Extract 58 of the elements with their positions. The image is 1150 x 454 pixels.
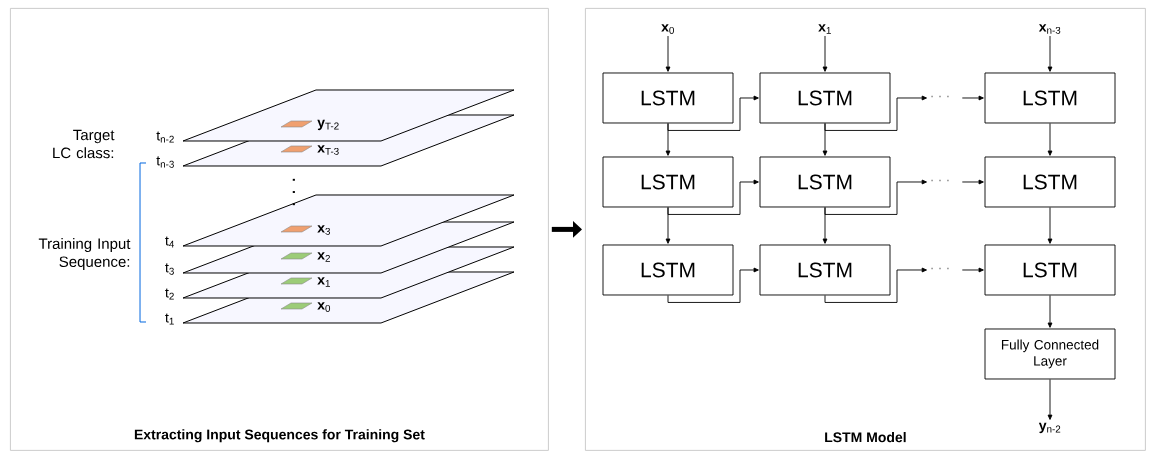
time-label: t$_{2}$: [165, 288, 174, 300]
arrow: [1047, 35, 1053, 72]
lstm-box: LSTM: [759, 72, 891, 124]
ellipsis: · · ·: [931, 267, 949, 270]
lstm-box: LSTM: [602, 244, 734, 296]
layer-box: Fully Connected Layer: [984, 328, 1116, 380]
variable-label: x$_{0}$: [661, 24, 674, 34]
pixel-patch: x$_{0}$: [280, 302, 331, 312]
arrow: [822, 35, 828, 72]
lstm-box: LSTM: [759, 156, 891, 208]
arrow: [665, 35, 671, 72]
lstm-box: LSTM: [984, 156, 1116, 208]
group-label: Target LC class:: [53, 129, 115, 159]
arrow: [1047, 123, 1053, 156]
arrow: [667, 179, 759, 215]
lstm-box: LSTM: [602, 72, 734, 124]
group-label: Training Input Sequence:: [38, 238, 131, 270]
pixel-patch: x$_{T-3}$: [280, 145, 339, 155]
arrow: [961, 179, 984, 185]
arrow: [824, 179, 927, 215]
arrow: [822, 123, 828, 156]
lstm-box: LSTM: [602, 156, 734, 208]
pixel-patch: y$_{T-2}$: [280, 119, 339, 131]
time-label: t$_{n-2}$: [156, 131, 174, 143]
variable-label: y$_{n-2}$: [1038, 422, 1061, 434]
arrow: [1047, 295, 1053, 328]
arrow: [1047, 379, 1053, 420]
ellipsis: · · ·: [931, 179, 949, 182]
ellipsis: · · ·: [292, 178, 295, 206]
arrow: [822, 207, 828, 244]
arrow: [1047, 207, 1053, 244]
lstm-box: LSTM: [984, 244, 1116, 296]
arrow: [824, 267, 927, 303]
node-label: y$_{T-2}$: [317, 119, 339, 131]
node-label: x$_{2}$: [317, 252, 330, 262]
node-label: x$_{T-3}$: [317, 145, 339, 155]
pixel-patch: x$_{2}$: [280, 252, 330, 262]
time-label: t$_{n-3}$: [156, 156, 174, 168]
ellipsis: · · ·: [931, 95, 949, 98]
time-label: t$_{4}$: [165, 236, 174, 248]
arrow: [665, 123, 671, 156]
time-label: t$_{3}$: [165, 263, 174, 275]
pixel-patch: x$_{1}$: [280, 277, 330, 287]
node-label: x$_{3}$: [317, 225, 331, 235]
variable-label: x$_{n-3}$: [1038, 24, 1061, 34]
pixel-patch: x$_{3}$: [280, 225, 330, 235]
lstm-box: LSTM: [984, 72, 1116, 124]
arrow: [665, 207, 671, 244]
variable-label: x$_{1}$: [818, 24, 831, 34]
arrow: [961, 267, 984, 273]
arrow: [961, 95, 984, 101]
node-label: x$_{1}$: [317, 277, 330, 287]
arrow: [667, 267, 759, 303]
node-label: x$_{0}$: [317, 302, 331, 312]
time-label: t$_{1}$: [165, 313, 174, 325]
lstm-box: LSTM: [759, 244, 891, 296]
arrow: [667, 95, 759, 131]
arrow: [824, 95, 927, 131]
